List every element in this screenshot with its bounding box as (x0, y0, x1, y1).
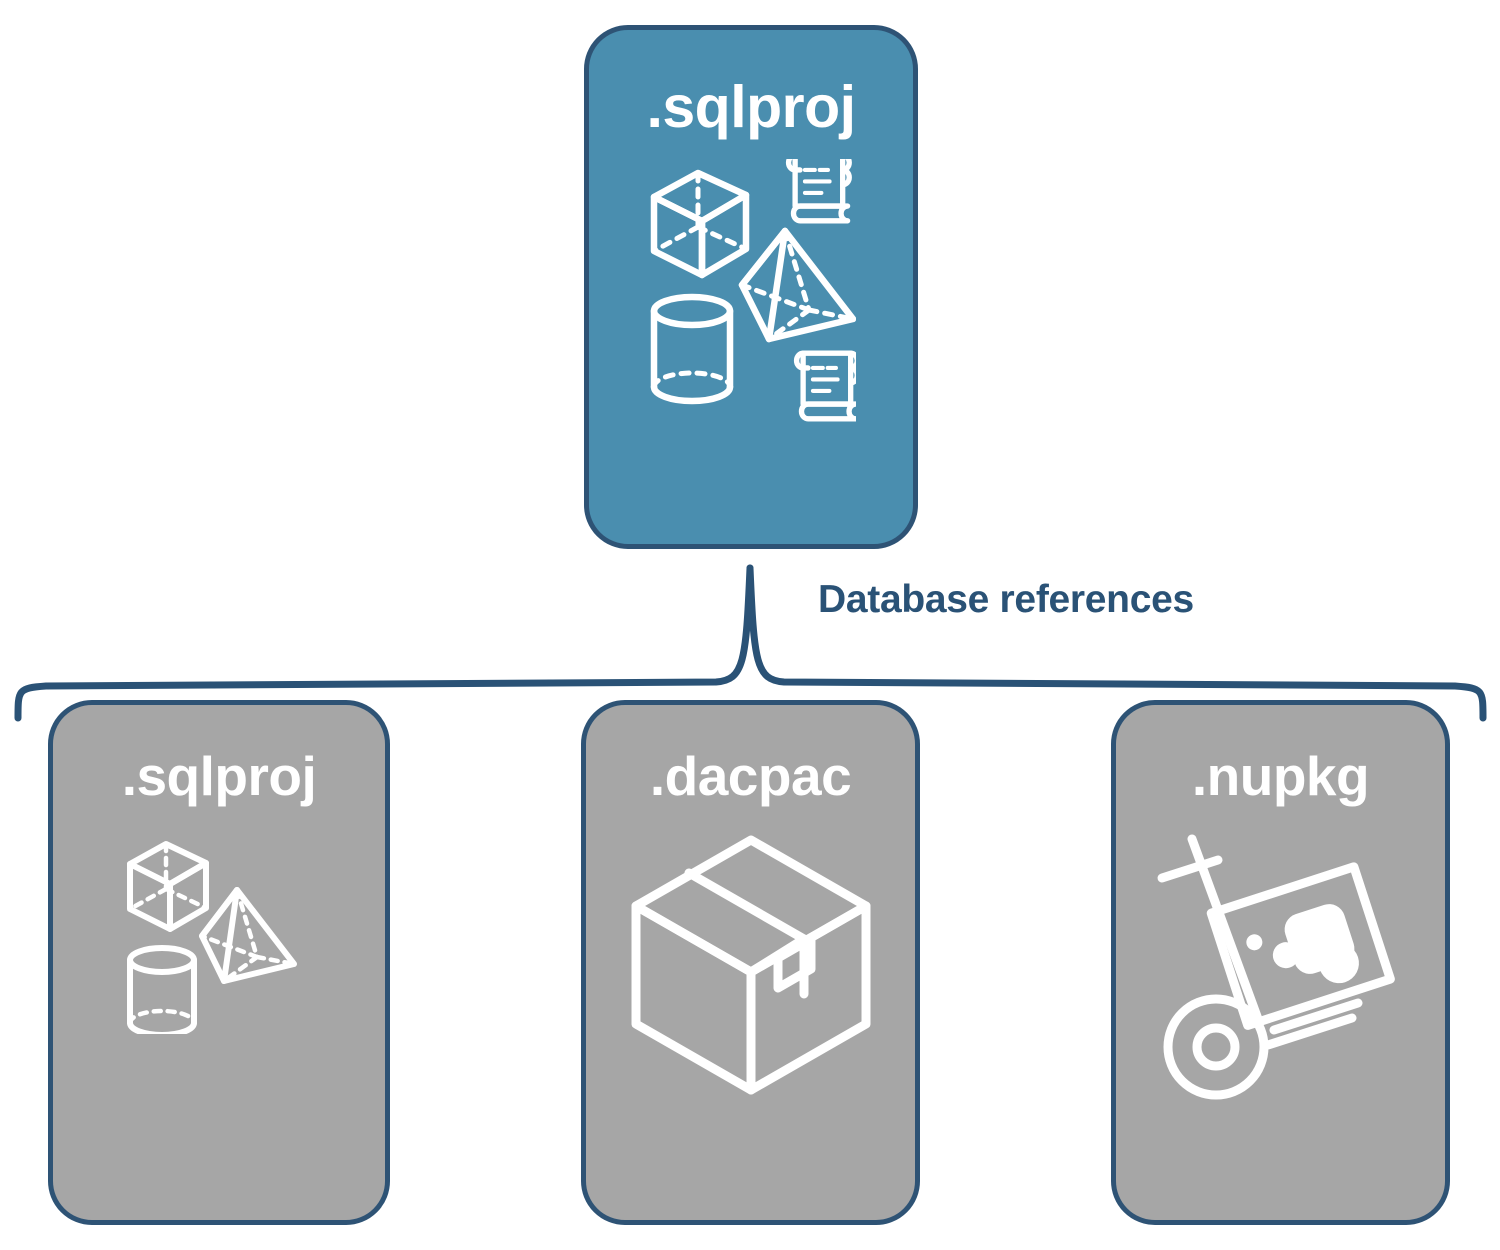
card-sqlproj-root[interactable]: .sqlproj (584, 25, 918, 549)
cube-icon (127, 841, 209, 932)
card-title-sqlproj-root: .sqlproj (646, 74, 856, 140)
package-box-icon (626, 834, 876, 1104)
pyramid-icon (738, 227, 857, 343)
brace-label-database-references: Database references (818, 578, 1194, 621)
box-icon (631, 835, 870, 1095)
database-objects-icon (646, 152, 860, 429)
cylinder-icon (650, 293, 734, 405)
database-objects-icon (124, 834, 314, 1038)
hand-truck-package-icon (1156, 834, 1406, 1104)
card-title-dacpac: .dacpac (649, 745, 852, 807)
cube-icon (650, 169, 750, 279)
card-title-sqlproj-reference: .sqlproj (121, 745, 317, 807)
card-nupkg-reference[interactable]: .nupkg (1111, 700, 1450, 1225)
scroll-icon (785, 152, 852, 224)
hand-truck-icon (1157, 834, 1362, 1100)
cylinder-icon (127, 945, 197, 1038)
card-title-nupkg: .nupkg (1191, 745, 1370, 807)
scroll-icon (793, 350, 860, 422)
card-sqlproj-reference[interactable]: .sqlproj (48, 700, 390, 1225)
card-dacpac-reference[interactable]: .dacpac (581, 700, 920, 1225)
package-label-icon (1206, 862, 1395, 1030)
pyramid-icon (199, 887, 297, 984)
